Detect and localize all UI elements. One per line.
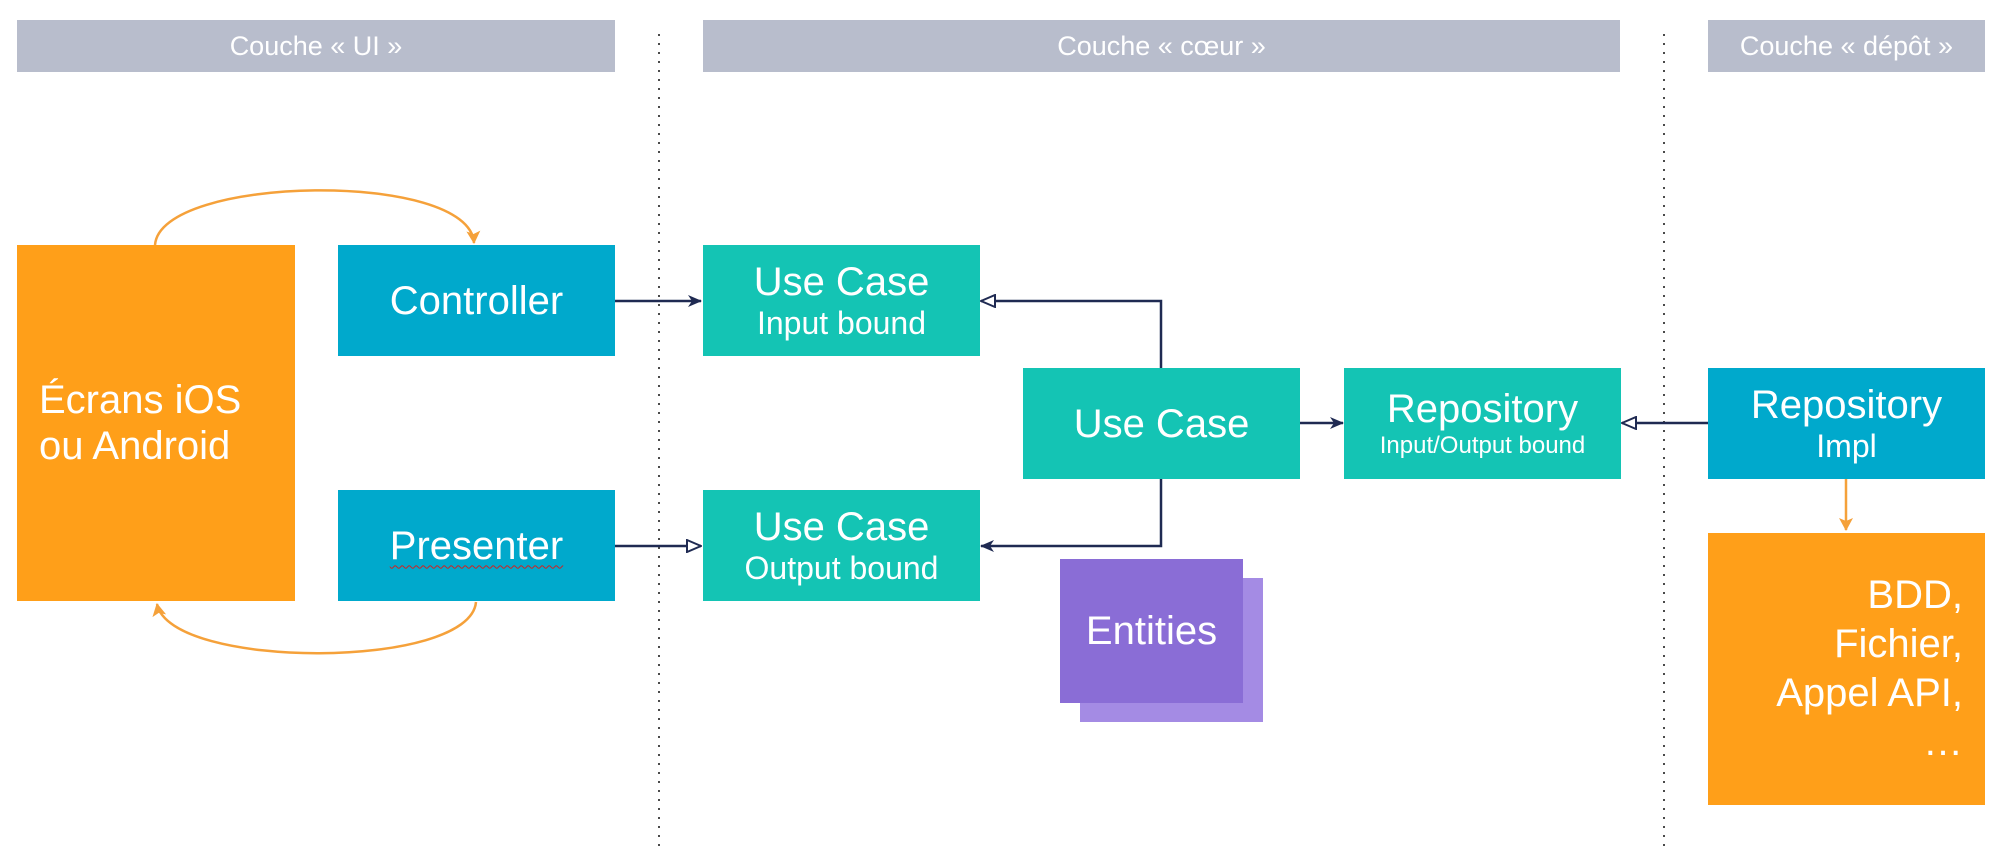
- screens-to-controller-arrow: [153, 189, 481, 246]
- repository-bound-title: Repository: [1386, 387, 1579, 432]
- usecase-input-box: Use Case Input bound: [703, 245, 980, 356]
- storage-line-api: Appel API,: [1776, 671, 1963, 715]
- layer-header-ui: Couche « UI »: [17, 20, 615, 72]
- layer-header-repo: Couche « dépôt »: [1708, 20, 1985, 72]
- entities-label: Entities: [1085, 609, 1218, 653]
- controller-label: Controller: [389, 278, 564, 323]
- presenter-box: Presenter: [338, 490, 615, 601]
- storage-line-ellipsis: …: [1923, 719, 1963, 764]
- usecase-output-sub: Output bound: [744, 550, 939, 587]
- screens-label-line2: ou Android: [39, 424, 231, 468]
- screens-label-line1: Écrans iOS: [39, 378, 242, 422]
- controller-box: Controller: [338, 245, 615, 356]
- usecase-box: Use Case: [1023, 368, 1300, 479]
- usecase-input-title: Use Case: [753, 260, 930, 305]
- storage-line-bdd: BDD,: [1867, 573, 1963, 618]
- screens-box: Écrans iOS ou Android: [17, 245, 295, 601]
- repository-bound-sub: Input/Output bound: [1379, 432, 1586, 460]
- repository-impl-title: Repository: [1750, 383, 1943, 428]
- repository-impl-box: Repository Impl: [1708, 368, 1985, 479]
- usecase-to-output-arrow: [980, 478, 1163, 552]
- usecase-label: Use Case: [1073, 401, 1250, 446]
- presenter-to-screens-arrow: [152, 601, 478, 655]
- repository-bound-box: Repository Input/Output bound: [1344, 368, 1621, 479]
- entities-box: Entities: [1060, 559, 1243, 703]
- usecase-to-input-arrow: [981, 301, 1163, 368]
- storage-box: BDD, Fichier, Appel API, …: [1708, 533, 1985, 805]
- usecase-input-sub: Input bound: [756, 305, 927, 342]
- repository-impl-sub: Impl: [1816, 428, 1877, 465]
- presenter-label: Presenter: [389, 523, 564, 568]
- usecase-output-title: Use Case: [753, 505, 930, 550]
- usecase-output-box: Use Case Output bound: [703, 490, 980, 601]
- storage-line-fichier: Fichier,: [1834, 622, 1963, 667]
- layer-header-core: Couche « cœur »: [703, 20, 1620, 72]
